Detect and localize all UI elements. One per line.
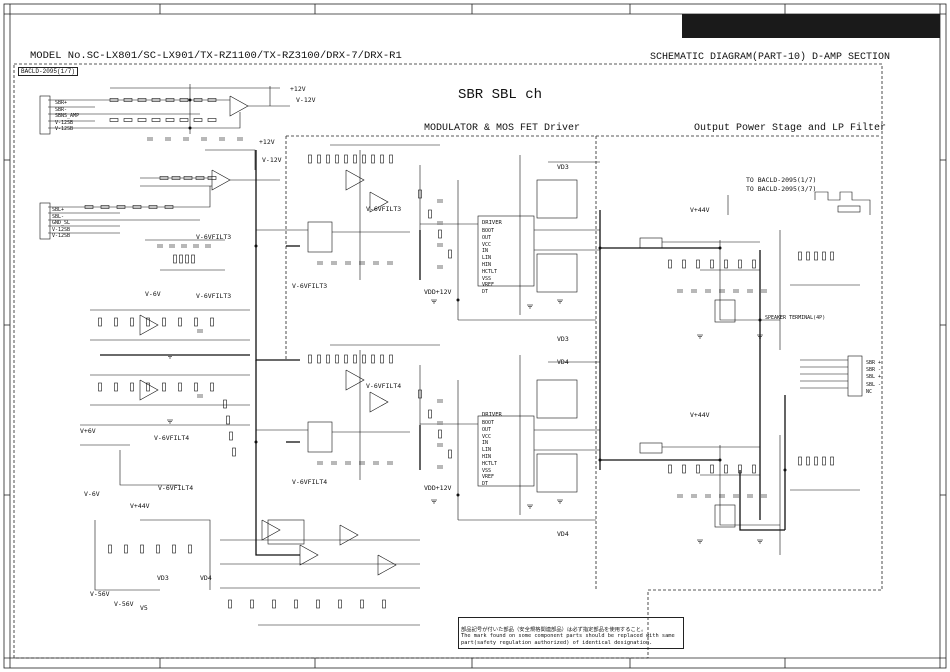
driver-2-pin-label: LIN (482, 447, 492, 454)
driver-1-pin-label: VCC (482, 241, 492, 248)
label-v6vfilt4-b: V-6VFILT4 (158, 484, 194, 492)
driver-1-pin-label: HIN (482, 262, 492, 268)
output-section-title: Output Power Stage and LP Filter (694, 123, 887, 134)
driver-2-pin-label: BOOT (482, 420, 495, 426)
label-vdd12: VDD+12V (424, 288, 452, 296)
driver-1-pin-label: HCTLT (482, 268, 498, 275)
driver-1-pin-label: LIN (482, 255, 492, 262)
left-top-pin-label: SBNS_AMP (55, 113, 80, 119)
left-mid-pin-label: SBL- (52, 213, 65, 220)
label-vdd12-b: VDD+12V (424, 484, 452, 492)
driver-2-pin-label: HCTLT (482, 460, 498, 467)
label-v6vfilt4-d: V-6VFILT4 (366, 382, 402, 390)
label-v6v: V-6V (145, 290, 161, 298)
right-pin-label: SBR + (866, 360, 882, 366)
safety-note-jp: 部品記号が付いた部品（安全規格関連部品）は必ず指定部品を使用すること。 (461, 626, 647, 633)
right-pin-label: SBL - (866, 381, 882, 388)
v5-label: V5 (140, 604, 148, 612)
label-v6vfilt3-d: V-6VFILT3 (366, 205, 402, 213)
channel-title: SBR SBL ch (458, 87, 543, 103)
safety-note-en: The mark found on some component parts s… (461, 633, 675, 646)
header-black-band (682, 14, 940, 38)
outer-border (3, 3, 947, 669)
label-p12v: +12V (290, 85, 306, 93)
vd4-left: VD4 (200, 574, 212, 582)
driver-ic-1-label: DRIVER (482, 220, 502, 226)
label-p44v-c: V+44V (690, 411, 710, 419)
driver-1-pin-label: DT (482, 289, 489, 296)
left-top-pin-label: SBR- (55, 106, 68, 113)
label-m56v: V-56V (90, 590, 110, 598)
model-number: MODEL No.SC-LX801/SC-LX901/TX-RZ1100/TX-… (30, 50, 402, 62)
right-pin-label: SBR - (866, 367, 882, 374)
driver-1-pin-label: IN (482, 248, 489, 255)
right-pin-label: NC (866, 388, 873, 395)
label-v6vfilt3: V-6VFILT3 (196, 233, 232, 241)
label-v6vfilt3-c: V-6VFILT3 (292, 282, 328, 290)
label-v6vfilt3-b: V-6VFILT3 (196, 292, 232, 300)
left-mid-pin-label: GND_SL (52, 220, 71, 226)
schematic-title: SCHEMATIC DIAGRAM(PART-10) D-AMP SECTION (650, 52, 891, 63)
left-top-pin-label: V-12SB (55, 119, 74, 126)
left-top-pin-label: V-12SB (55, 126, 74, 132)
label-p12v-2: +12V (259, 138, 275, 146)
label-m6v: V-6V (84, 490, 100, 498)
right-pin-label: SBL + (866, 374, 882, 381)
speaker-terminal-label: SPEAKER TERMINAL(4P) (765, 315, 826, 321)
label-v56v: V-56V (114, 600, 134, 608)
label-p44v: V+44V (130, 502, 150, 510)
modulator-section-title: MODULATOR & MOS FET Driver (424, 123, 581, 134)
vd4-bottom: VD4 (557, 530, 569, 538)
driver-2-pin-label: OUT (482, 426, 492, 433)
label-v12v-2: V-12V (262, 156, 282, 164)
driver-2-pin-label: DT (482, 481, 489, 488)
driver-1-pin-label: VREF (482, 282, 495, 289)
left-mid-pin-label: SBL+ (52, 207, 65, 213)
label-p6v: V+6V (80, 427, 96, 435)
safety-note: 部品記号が付いた部品（安全規格関連部品）は必ず指定部品を使用すること。 The … (458, 617, 684, 649)
board-ref: BACLD-2095(1/7) (18, 67, 79, 76)
vd3-left: VD3 (157, 574, 169, 582)
label-v12v: V-12V (296, 96, 316, 104)
driver-2-pin-label: VCC (482, 433, 492, 440)
label-v6vfilt4: V-6VFILT4 (154, 434, 190, 442)
driver-2-pin-label: VSS (482, 467, 492, 474)
driver-1-pin-label: OUT (482, 234, 492, 241)
driver-ic-2-label: DRIVER (482, 412, 502, 418)
vd3-bottom: VD3 (557, 335, 569, 343)
label-v6vfilt4-c: V-6VFILT4 (292, 478, 328, 486)
driver-1-pin-label: BOOT (482, 228, 495, 234)
driver-2-pin-label: VREF (482, 474, 495, 481)
driver-1-pin-label: VSS (482, 275, 492, 282)
to-baclc-2: TO BACLD-2095(3/7) (746, 185, 817, 193)
left-mid-pin-label: V-12SB (52, 233, 71, 239)
vd4-top: VD4 (557, 358, 569, 366)
label-p44v-b: V+44V (690, 206, 710, 214)
driver-2-pin-label: HIN (482, 454, 492, 460)
to-baclc-1: TO BACLD-2095(1/7) (746, 176, 817, 184)
left-mid-pin-label: V-12SB (52, 226, 71, 233)
left-top-pin-label: SBR+ (55, 100, 68, 106)
driver-2-pin-label: IN (482, 440, 489, 447)
vd3-top: VD3 (557, 163, 569, 171)
